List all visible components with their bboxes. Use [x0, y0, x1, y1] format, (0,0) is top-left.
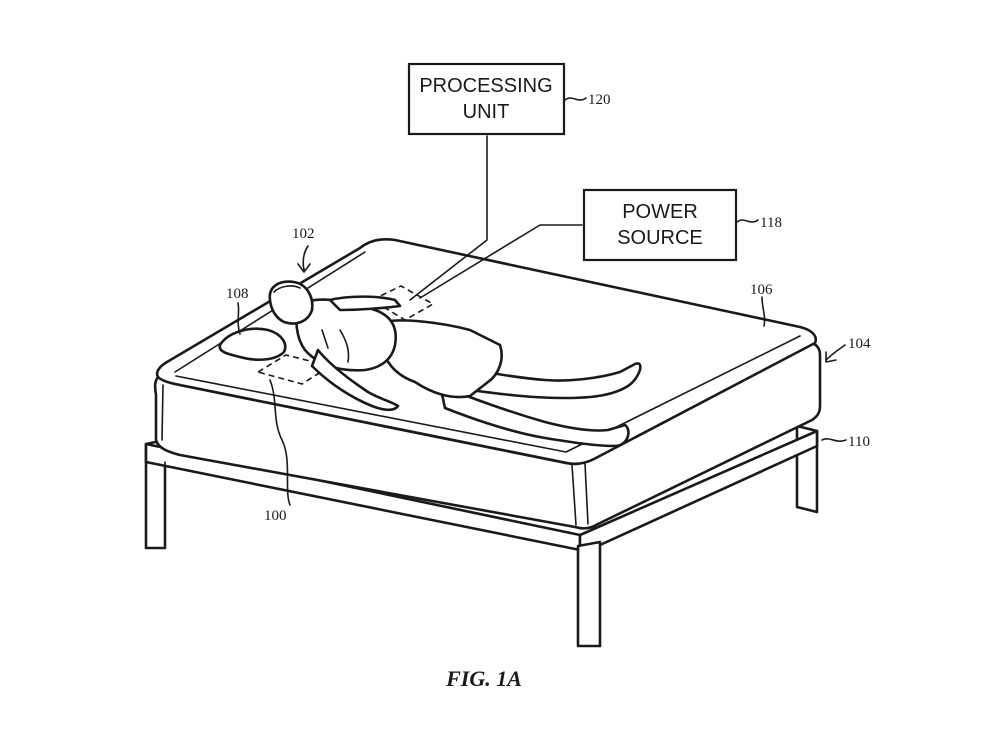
pillow	[218, 327, 287, 362]
power-source-line2: SOURCE	[617, 227, 703, 249]
leader-106	[761, 296, 766, 327]
leader-120	[409, 135, 488, 301]
arrow-102	[302, 245, 309, 271]
sensor-pad-torso	[370, 285, 435, 321]
leader-118	[419, 224, 583, 299]
figure-caption: FIG. 1A	[445, 666, 522, 691]
ref-118: 118	[760, 215, 782, 231]
bed-frame	[144, 424, 819, 648]
leader-108	[237, 302, 241, 335]
ref-108: 108	[226, 286, 249, 302]
leader-110	[821, 438, 847, 442]
ref-110: 110	[848, 434, 870, 450]
arrow-104-head	[825, 351, 837, 363]
power-source-box: POWER SOURCE	[582, 188, 738, 262]
arrow-104	[825, 344, 846, 361]
leader-100	[269, 379, 291, 506]
leader-tail-118	[736, 219, 759, 223]
ref-104: 104	[848, 336, 871, 352]
processing-unit-line1: PROCESSING	[419, 75, 552, 97]
ref-100: 100	[264, 508, 287, 524]
ref-120: 120	[588, 92, 611, 108]
ref-102: 102	[292, 226, 315, 242]
person	[268, 280, 642, 448]
arrow-102-head	[297, 263, 311, 273]
sensor-pad-head	[255, 354, 332, 385]
leader-tail-120	[564, 97, 587, 101]
processing-unit-line2: UNIT	[463, 101, 510, 123]
power-source-line1: POWER	[622, 201, 698, 223]
processing-unit-box: PROCESSING UNIT	[407, 62, 566, 136]
ref-106: 106	[750, 282, 773, 298]
